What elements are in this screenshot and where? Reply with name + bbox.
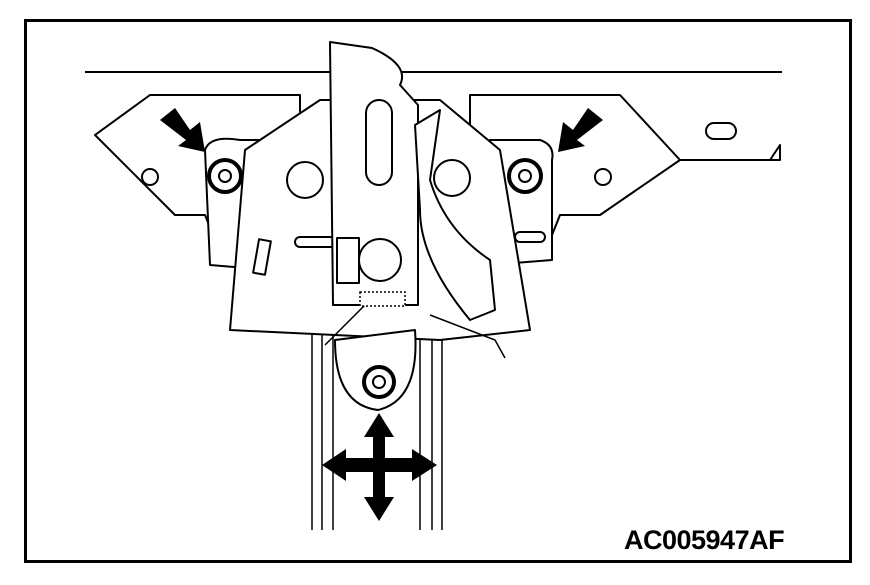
right-slot	[514, 231, 546, 243]
latch-hook	[414, 109, 496, 321]
latch-block	[336, 237, 360, 284]
figure-id-label: AC005947AF	[624, 525, 785, 555]
lower-support-rails	[311, 330, 443, 530]
left-pointer-arrow-icon	[160, 108, 205, 152]
latch-roller	[358, 238, 402, 282]
left-slot	[294, 236, 336, 248]
adjust-cross-arrow-icon	[322, 413, 437, 521]
right-pointer-arrow-icon	[558, 108, 603, 152]
left-bracket-hole	[141, 168, 159, 186]
bracket-slot	[705, 122, 737, 140]
latch-pivot-hole-left	[286, 161, 324, 199]
lower-nut-icon	[362, 365, 396, 399]
striker-slot	[365, 99, 393, 186]
right-bracket-hole	[594, 168, 612, 186]
right-nut-icon	[507, 158, 543, 194]
spring-coil	[359, 291, 406, 307]
diagram-frame	[24, 19, 852, 563]
release-lever	[429, 314, 506, 359]
tab	[252, 238, 272, 276]
latch-pivot-hole-right	[433, 159, 471, 197]
left-nut-icon	[207, 158, 243, 194]
